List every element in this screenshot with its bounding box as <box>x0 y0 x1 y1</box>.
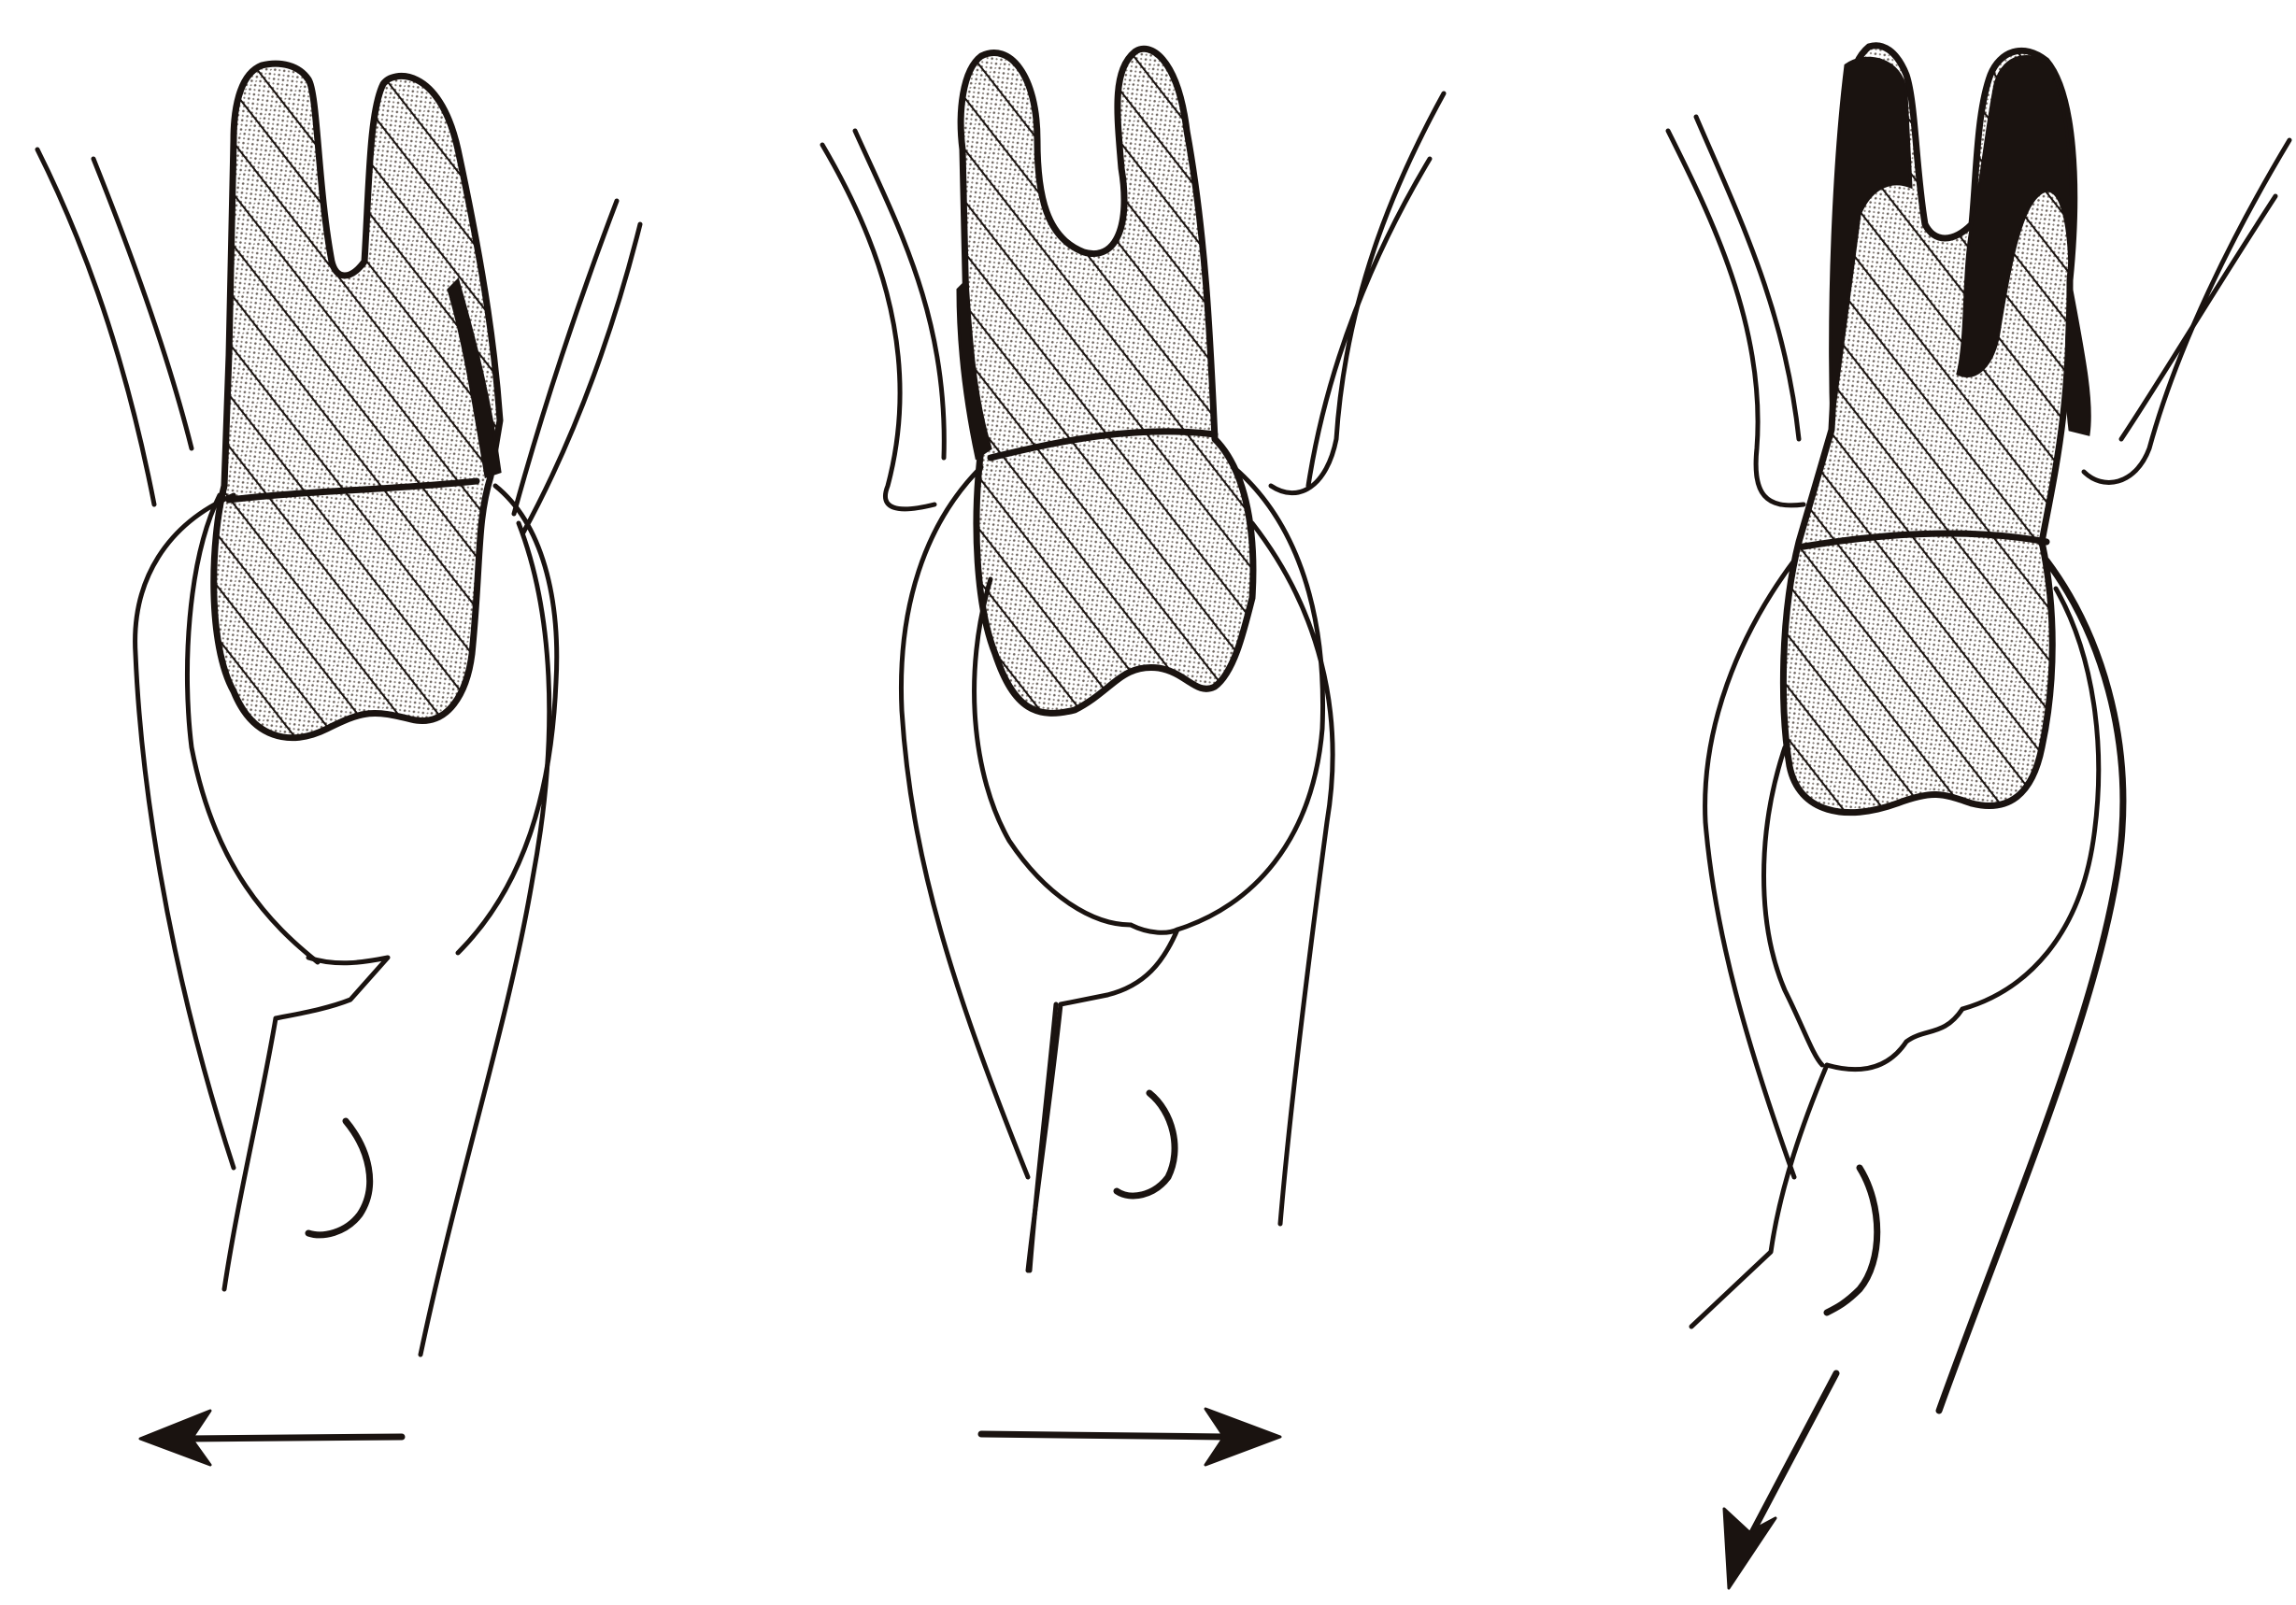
force-arrow-down-left <box>1724 1373 1836 1588</box>
panel-left <box>37 64 640 1465</box>
panel-middle <box>822 49 1444 1465</box>
force-arrow-right <box>981 1409 1280 1465</box>
tooth <box>1783 46 2089 813</box>
panel-right <box>1668 46 2289 1588</box>
force-arrow-left <box>140 1411 402 1465</box>
tooth <box>214 64 500 738</box>
tooth <box>958 49 1253 713</box>
